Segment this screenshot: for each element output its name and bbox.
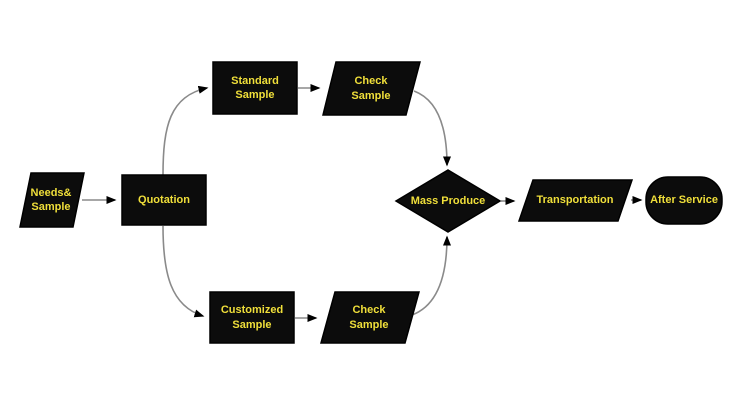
after-service-shape	[645, 176, 723, 225]
edge-check-top-to-mass-produce	[413, 90, 451, 167]
edge-check-bottom-to-mass-produce	[411, 235, 451, 316]
check-sample-bottom-shape	[320, 291, 420, 344]
quotation-shape	[121, 174, 207, 226]
edge-quotation-to-standard	[162, 85, 209, 176]
edge-quotation-to-customized	[162, 225, 205, 318]
check-sample-top-shape	[322, 61, 421, 116]
transportation-shape	[517, 179, 634, 222]
needs-sample-shape	[19, 172, 85, 228]
customized-sample-shape	[209, 291, 295, 344]
standard-sample-shape	[212, 61, 298, 115]
mass-produce-shape	[394, 169, 502, 233]
